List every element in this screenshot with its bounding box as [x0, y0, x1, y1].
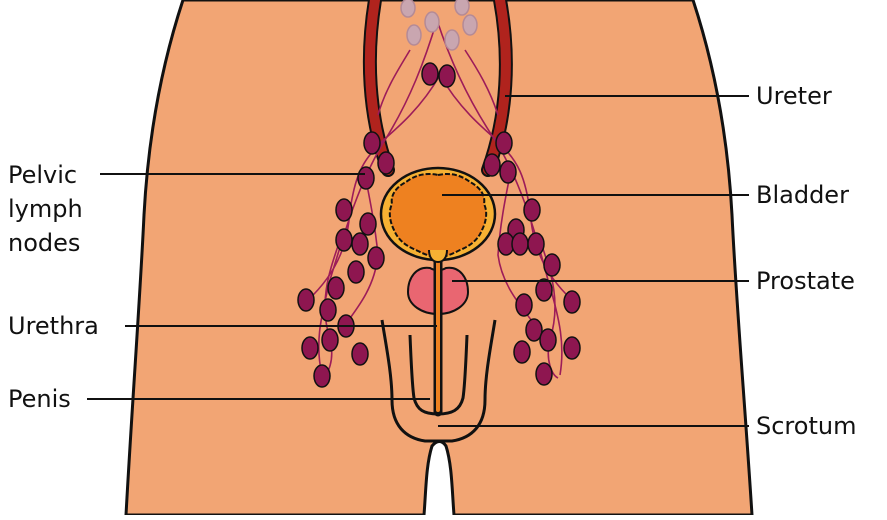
bladder-shape — [381, 168, 495, 262]
label-scrotum: Scrotum — [756, 412, 856, 440]
label-prostate: Prostate — [756, 267, 855, 295]
label-penis: Penis — [8, 385, 71, 413]
label-pelvic-lymph-nodes: Pelvic lymph nodes — [8, 158, 83, 260]
label-pelvic-lymph-nodes-line3: nodes — [8, 226, 83, 260]
label-ureter: Ureter — [756, 82, 832, 110]
label-bladder: Bladder — [756, 181, 849, 209]
label-pelvic-lymph-nodes-line1: Pelvic — [8, 158, 83, 192]
label-urethra: Urethra — [8, 312, 99, 340]
label-pelvic-lymph-nodes-line2: lymph — [8, 192, 83, 226]
